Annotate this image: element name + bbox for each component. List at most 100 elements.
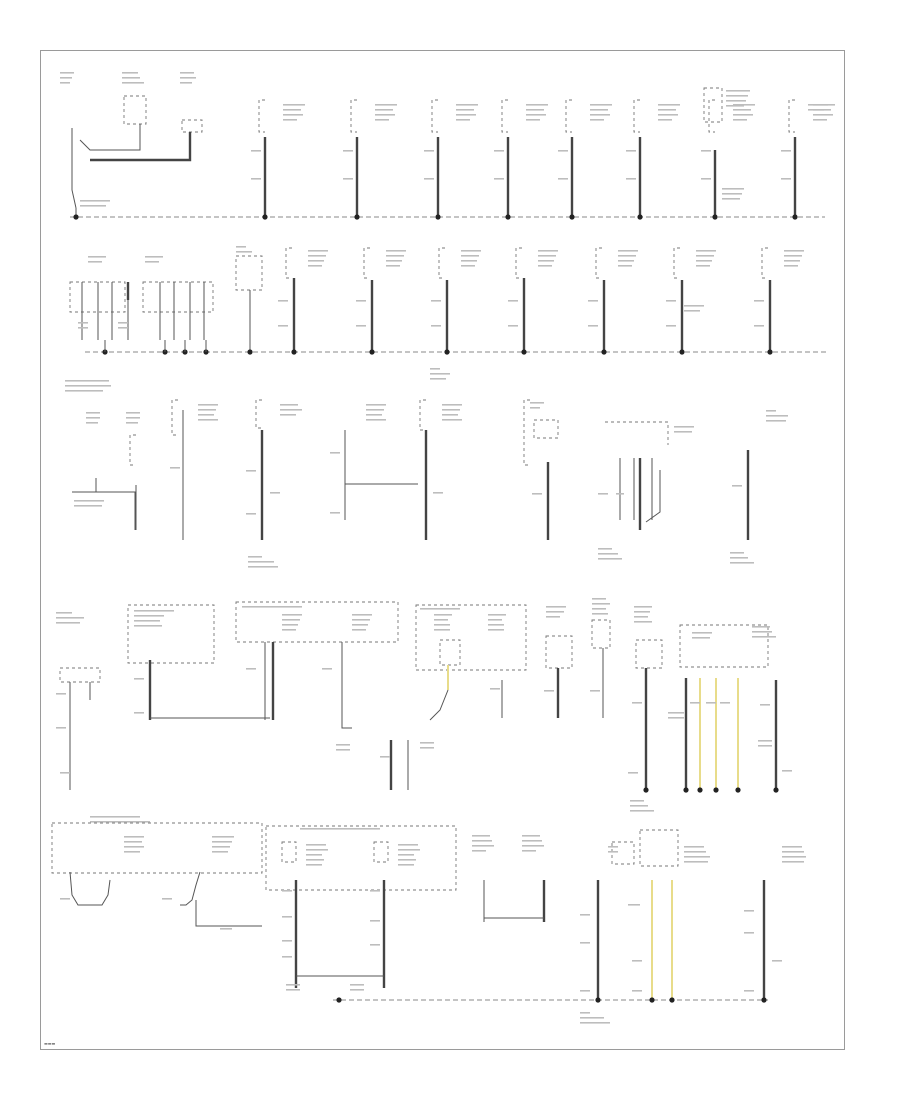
label-placeholder: [626, 150, 636, 152]
label-placeholder: [431, 300, 441, 302]
ground-point-row-2: [679, 349, 685, 355]
connector-bracket: [761, 247, 768, 279]
module-box: [415, 604, 527, 671]
label-placeholder: [766, 420, 786, 422]
label-placeholder: [730, 557, 748, 559]
switch-cluster: [142, 281, 214, 313]
label-placeholder: [784, 255, 802, 257]
label-placeholder: [608, 846, 618, 848]
label-placeholder: [658, 114, 678, 116]
label-placeholder: [356, 300, 366, 302]
label-placeholder: [508, 325, 518, 327]
label-placeholder: [782, 861, 804, 863]
label-placeholder: [526, 104, 548, 106]
ground-point-row-1: [637, 214, 643, 220]
label-placeholder: [74, 500, 104, 502]
figure-id-mark: ▬▬▬: [44, 1041, 56, 1046]
label-placeholder: [280, 409, 302, 411]
label-placeholder: [248, 556, 262, 558]
label-placeholder: [674, 426, 694, 428]
label-placeholder: [60, 82, 70, 84]
label-placeholder: [532, 493, 542, 495]
label-placeholder: [366, 419, 386, 421]
label-placeholder: [80, 200, 110, 202]
label-placeholder: [758, 740, 772, 742]
label-placeholder: [634, 606, 652, 608]
wire: [69, 871, 111, 906]
label-placeholder: [730, 562, 754, 564]
label-placeholder: [375, 119, 389, 121]
label-placeholder: [398, 859, 416, 861]
connector-bracket: [633, 99, 640, 133]
component-box: [439, 639, 461, 666]
label-placeholder: [580, 1012, 590, 1014]
wire: [180, 871, 201, 906]
label-placeholder: [588, 300, 598, 302]
label-placeholder: [461, 265, 475, 267]
label-placeholder: [456, 109, 474, 111]
label-placeholder: [722, 198, 740, 200]
label-placeholder: [726, 105, 744, 107]
label-placeholder: [752, 631, 772, 633]
label-placeholder: [668, 712, 684, 714]
label-placeholder: [632, 702, 642, 704]
label-placeholder: [370, 890, 380, 892]
label-placeholder: [722, 188, 744, 190]
component-box: [635, 639, 663, 669]
label-placeholder: [86, 417, 100, 419]
label-placeholder: [424, 178, 434, 180]
label-placeholder: [280, 404, 298, 406]
ground-point: [73, 214, 79, 220]
wire: [195, 900, 262, 927]
connector-bracket: [515, 247, 522, 279]
label-placeholder: [526, 109, 544, 111]
label-placeholder: [628, 772, 638, 774]
label-placeholder: [280, 414, 296, 416]
label-placeholder: [198, 404, 218, 406]
label-placeholder: [282, 940, 292, 942]
label-placeholder: [726, 90, 750, 92]
label-placeholder: [590, 119, 604, 121]
label-placeholder: [760, 704, 770, 706]
label-placeholder: [286, 984, 300, 986]
module-box: [639, 829, 679, 867]
ground-point-row-2: [601, 349, 607, 355]
label-placeholder: [380, 756, 390, 758]
label-placeholder: [78, 327, 88, 329]
label-placeholder: [65, 390, 103, 392]
label-placeholder: [726, 100, 746, 102]
label-placeholder: [126, 412, 140, 414]
label-placeholder: [90, 816, 140, 818]
label-placeholder: [592, 613, 608, 615]
label-placeholder: [442, 409, 460, 411]
label-placeholder: [430, 368, 440, 370]
label-placeholder: [684, 310, 700, 312]
component-box: [611, 841, 635, 865]
label-placeholder: [236, 246, 246, 248]
shielded-wire: [90, 132, 192, 162]
label-placeholder: [118, 327, 128, 329]
label-placeholder: [530, 407, 540, 409]
label-placeholder: [56, 727, 66, 729]
label-placeholder: [632, 960, 642, 962]
label-placeholder: [580, 1022, 610, 1024]
label-placeholder: [88, 256, 106, 258]
label-placeholder: [126, 422, 138, 424]
label-placeholder: [658, 109, 676, 111]
label-placeholder: [522, 840, 542, 842]
label-placeholder: [733, 109, 751, 111]
label-placeholder: [56, 612, 72, 614]
label-placeholder: [666, 300, 676, 302]
label-placeholder: [634, 611, 650, 613]
label-placeholder: [386, 250, 406, 252]
connector-bracket: [523, 399, 530, 466]
label-placeholder: [580, 1017, 604, 1019]
label-placeholder: [544, 690, 554, 692]
label-placeholder: [744, 932, 754, 934]
label-placeholder: [286, 989, 300, 991]
label-placeholder: [720, 702, 730, 704]
label-placeholder: [430, 378, 446, 380]
label-placeholder: [616, 493, 624, 495]
label-placeholder: [781, 178, 791, 180]
ground-point-row-1: [569, 214, 575, 220]
